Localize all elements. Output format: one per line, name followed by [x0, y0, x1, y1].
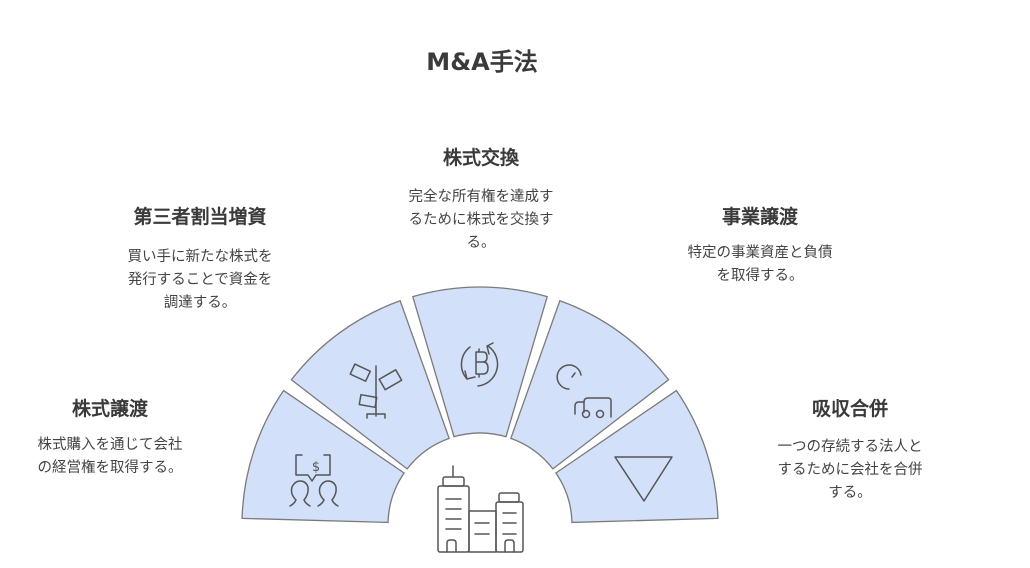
desc-line: 一つの存続する法人と — [777, 439, 923, 455]
method-desc-absorption-merger: 一つの存続する法人と するために会社を合併 する。 — [778, 436, 923, 505]
desc-line: る。 — [466, 235, 496, 251]
method-title-absorption-merger: 吸収合併 — [811, 398, 889, 420]
desc-line: する。 — [828, 485, 872, 501]
diagram-title: M&A手法 — [426, 48, 538, 76]
method-desc-business-transfer: 特定の事業資産と負債 を取得する。 — [688, 242, 833, 288]
method-desc-share-transfer: 株式購入を通じて会社 の経営権を取得する。 — [38, 434, 183, 480]
people-money-chat-icon: $ — [289, 454, 339, 507]
desc-line: るために株式を交換す — [408, 212, 554, 228]
fan-segment-2 — [290, 299, 450, 470]
method-desc-share-exchange: 完全な所有権を達成す るために株式を交換す る。 — [409, 186, 554, 255]
desc-line: 完全な所有権を達成す — [408, 189, 554, 205]
desc-line: 発行することで資金を — [127, 272, 273, 288]
desc-line: するために会社を合併 — [777, 462, 923, 478]
desc-line: を取得する。 — [716, 268, 804, 284]
asset-transfer-icon — [556, 364, 612, 419]
method-desc-third-party-allotment: 買い手に新たな株式を 発行することで資金を 調達する。 — [128, 246, 273, 315]
desc-line: 株式購入を通じて会社 — [37, 437, 183, 453]
svg-text:$: $ — [312, 460, 320, 475]
bitcoin-exchange-icon — [460, 342, 499, 387]
triangle-down-icon — [614, 456, 673, 502]
desc-line: 特定の事業資産と負債 — [687, 245, 833, 261]
desc-line: 調達する。 — [163, 295, 237, 311]
method-title-share-transfer: 株式譲渡 — [71, 398, 149, 420]
fan-segment-1 — [241, 389, 405, 524]
method-title-business-transfer: 事業譲渡 — [721, 206, 799, 228]
fan-segment-4 — [510, 299, 670, 470]
method-title-third-party-allotment: 第三者割当増資 — [133, 206, 267, 228]
desc-line: 買い手に新たな株式を — [127, 249, 273, 265]
desc-line: の経営権を取得する。 — [37, 460, 183, 476]
method-title-share-exchange: 株式交換 — [442, 147, 520, 169]
office-buildings-icon — [437, 465, 524, 553]
money-plant-icon — [349, 363, 403, 419]
